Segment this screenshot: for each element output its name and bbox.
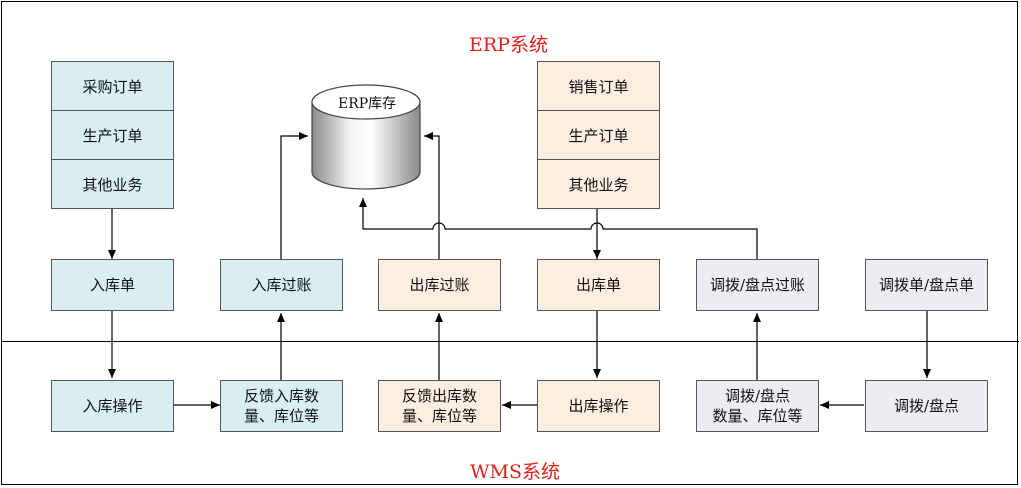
feedback-inbound-line2: 量、库位等: [243, 407, 319, 425]
erp-system-title: ERP系统: [469, 34, 548, 56]
outbound-posting-box: 出库过账: [378, 259, 501, 311]
system-divider: [1, 341, 1019, 342]
feedback-inbound-line1: 反馈入库数: [243, 387, 319, 405]
arrow-inbound-posting-to-inventory: [280, 132, 308, 259]
transfer-feedback-line1: 调拨/盘点: [724, 387, 791, 405]
erp-inventory-label: ERP库存: [338, 96, 397, 112]
production-order-cell: 生产订单: [538, 111, 659, 160]
transfer-feedback-line2: 数量、库位等: [712, 407, 803, 425]
inbound-order-box: 入库单: [51, 259, 174, 311]
feedback-outbound-line1: 反馈出库数: [401, 387, 477, 405]
purchase-order-cell: 采购订单: [52, 62, 173, 111]
inbound-operation-box: 入库操作: [51, 380, 174, 432]
arrow-outbound-posting-to-inventory: [424, 132, 440, 259]
feedback-inbound-box: 反馈入库数 量、库位等: [220, 380, 343, 432]
outbound-order-box: 出库单: [537, 259, 660, 311]
sales-order-stack: 销售订单 生产订单 其他业务: [537, 61, 660, 209]
other-business-cell: 其他业务: [82, 176, 143, 194]
inbound-posting-box: 入库过账: [220, 259, 343, 311]
feedback-outbound-box: 反馈出库数 量、库位等: [378, 380, 501, 432]
transfer-operation-box: 调拨/盘点: [865, 380, 988, 432]
transfer-feedback-box: 调拨/盘点 数量、库位等: [696, 380, 819, 432]
feedback-outbound-line2: 量、库位等: [401, 407, 477, 425]
other-business-cell: 其他业务: [568, 176, 629, 194]
production-order-cell: 生产订单: [52, 111, 173, 160]
outbound-operation-box: 出库操作: [537, 380, 660, 432]
arrow-transfer-posting-to-inventory: [359, 198, 758, 259]
purchase-order-stack: 采购订单 生产订单 其他业务: [51, 61, 174, 209]
erp-inventory-cylinder: [311, 84, 421, 190]
wms-system-title: WMS系统: [470, 461, 560, 483]
transfer-posting-box: 调拨/盘点过账: [696, 259, 819, 311]
transfer-order-box: 调拨单/盘点单: [865, 259, 988, 311]
sales-order-cell: 销售订单: [538, 62, 659, 111]
